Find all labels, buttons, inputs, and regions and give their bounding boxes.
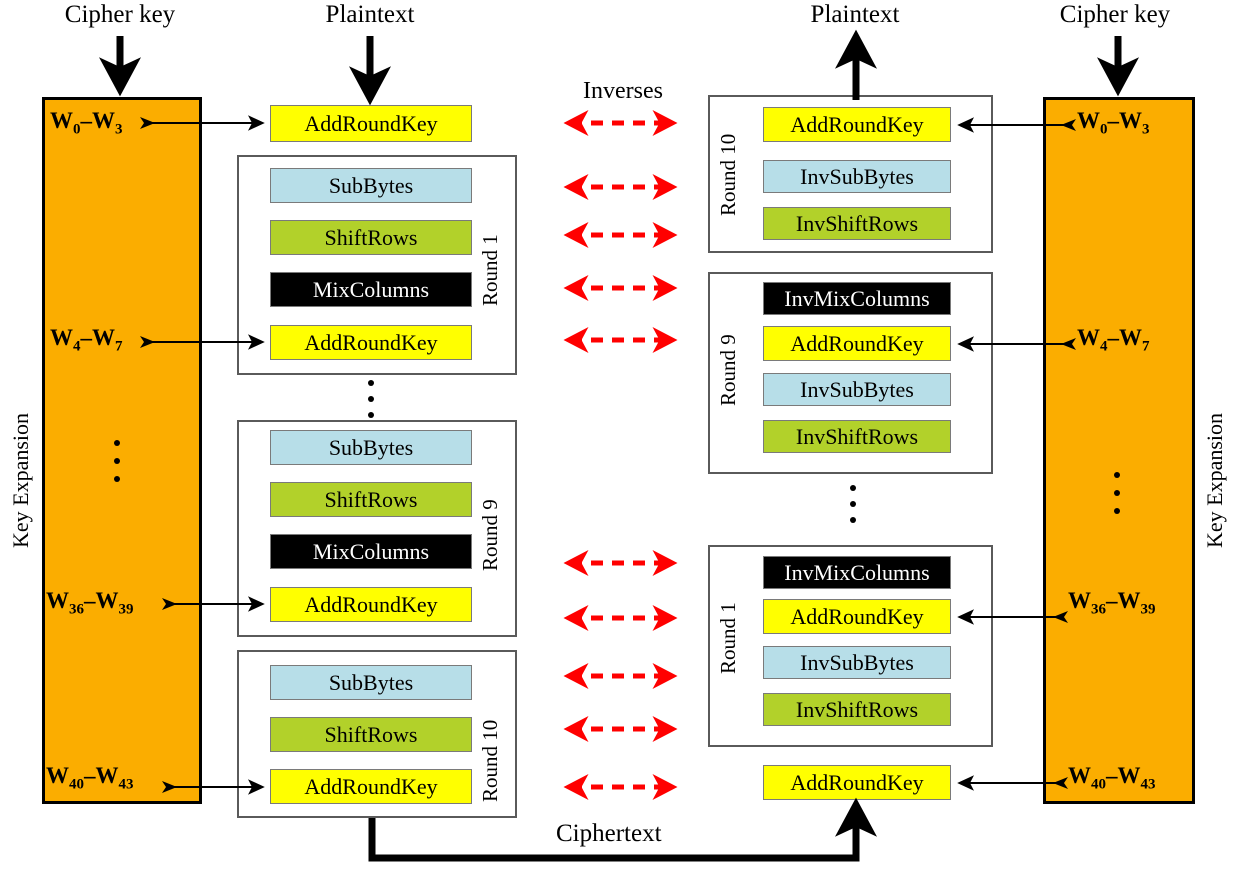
- dec-round-1-label: Round 1: [716, 602, 740, 674]
- key-expansion-column-right: [1043, 97, 1195, 804]
- enc-initial-addroundkey[interactable]: AddRoundKey: [270, 105, 472, 142]
- enc-round-1-label: Round 1: [478, 234, 502, 306]
- key-expansion-ellipsis-left: [113, 440, 121, 482]
- dec-round-9-label: Round 9: [716, 334, 740, 406]
- dec-round-1-op-0[interactable]: InvMixColumns: [763, 556, 951, 589]
- key-word-left-0: W0–W3: [50, 108, 123, 138]
- ciphertext-label: Ciphertext: [556, 820, 662, 847]
- enc-round-10-op-1[interactable]: ShiftRows: [270, 717, 472, 752]
- key-expansion-column-left: [42, 97, 202, 804]
- key-word-left-3: W40–W43: [46, 763, 134, 793]
- dec-final-addroundkey[interactable]: AddRoundKey: [763, 765, 951, 800]
- key-word-right-2: W36–W39: [1068, 588, 1156, 618]
- enc-round-10-op-2[interactable]: AddRoundKey: [270, 769, 472, 804]
- dec-round-1-box: [708, 545, 993, 747]
- dec-round-1-op-1[interactable]: AddRoundKey: [763, 599, 951, 634]
- key-expansion-ellipsis-right: [1113, 472, 1121, 514]
- dec-round-1-op-3[interactable]: InvShiftRows: [763, 693, 951, 726]
- dec-round-9-op-2[interactable]: InvSubBytes: [763, 373, 951, 406]
- caption-cipher-key-right: Cipher key: [1059, 1, 1171, 28]
- key-word-right-0: W0–W3: [1077, 108, 1150, 138]
- enc-round-9-op-1[interactable]: ShiftRows: [270, 482, 472, 517]
- dec-round-10-op-1[interactable]: InvSubBytes: [763, 160, 951, 193]
- dec-round-9-op-0[interactable]: InvMixColumns: [763, 282, 951, 315]
- key-expansion-label-left: Key Expansion: [8, 412, 33, 548]
- enc-round-1-box: [237, 155, 517, 375]
- enc-round-9-op-3[interactable]: AddRoundKey: [270, 587, 472, 622]
- enc-round-9-op-2[interactable]: MixColumns: [270, 534, 472, 569]
- enc-round-10-op-0[interactable]: SubBytes: [270, 665, 472, 700]
- enc-round-9-label: Round 9: [478, 499, 502, 571]
- dec-round-10-label: Round 10: [716, 133, 740, 217]
- dec-round-10-box: [708, 95, 993, 253]
- key-expansion-label-right: Key Expansion: [1202, 412, 1227, 548]
- enc-rounds-ellipsis: [367, 380, 375, 418]
- dec-round-9-op-1[interactable]: AddRoundKey: [763, 326, 951, 361]
- inverses-label: Inverses: [583, 78, 663, 104]
- enc-round-9-box: [237, 420, 517, 637]
- enc-round-10-label: Round 10: [478, 719, 502, 803]
- caption-plaintext-left: Plaintext: [325, 1, 415, 28]
- enc-round-1-op-1[interactable]: ShiftRows: [270, 220, 472, 255]
- enc-round-1-op-3[interactable]: AddRoundKey: [270, 325, 472, 360]
- key-word-right-3: W40–W43: [1068, 763, 1156, 793]
- dec-round-9-box: [708, 272, 993, 474]
- dec-round-10-op-2[interactable]: InvShiftRows: [763, 207, 951, 240]
- key-word-left-2: W36–W39: [46, 588, 134, 618]
- dec-round-10-op-0[interactable]: AddRoundKey: [763, 107, 951, 142]
- enc-round-9-op-0[interactable]: SubBytes: [270, 430, 472, 465]
- enc-round-1-op-2[interactable]: MixColumns: [270, 272, 472, 307]
- caption-plaintext-right: Plaintext: [810, 1, 900, 28]
- key-word-left-1: W4–W7: [50, 325, 123, 355]
- dec-round-9-op-3[interactable]: InvShiftRows: [763, 420, 951, 453]
- caption-cipher-key-left: Cipher key: [64, 1, 176, 28]
- dec-round-1-op-2[interactable]: InvSubBytes: [763, 646, 951, 679]
- inverse-arrows-group: [563, 110, 678, 801]
- dec-rounds-ellipsis: [849, 485, 857, 523]
- enc-round-1-op-0[interactable]: SubBytes: [270, 168, 472, 203]
- key-word-right-1: W4–W7: [1077, 325, 1150, 355]
